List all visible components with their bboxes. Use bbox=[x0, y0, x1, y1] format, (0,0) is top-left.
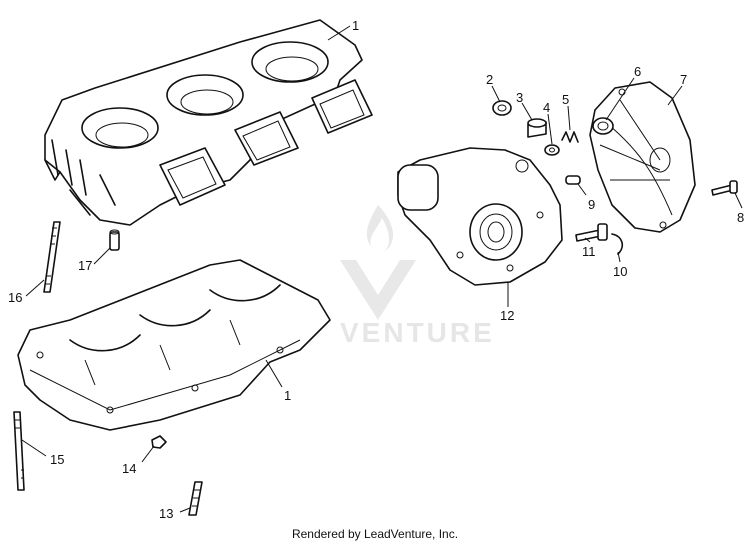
callout-2: 2 bbox=[486, 72, 493, 87]
screw-8[interactable] bbox=[711, 180, 738, 196]
upper-crankcase[interactable] bbox=[44, 19, 373, 226]
leader-lines bbox=[21, 25, 743, 513]
watermark-text: VENTURE bbox=[340, 317, 495, 348]
dowel-pin-17[interactable] bbox=[109, 229, 120, 251]
callout-labels: 1 1 2 3 4 5 6 7 8 9 10 11 12 13 14 15 16… bbox=[8, 18, 744, 521]
callout-3: 3 bbox=[516, 90, 523, 105]
bolt-13[interactable] bbox=[188, 481, 203, 516]
washer-4[interactable] bbox=[544, 144, 560, 156]
callout-11: 11 bbox=[582, 244, 596, 259]
callout-1-top: 1 bbox=[352, 18, 359, 33]
crankcase-cover-housing-12[interactable] bbox=[397, 147, 563, 286]
spring-5[interactable] bbox=[561, 131, 579, 143]
callout-8: 8 bbox=[737, 210, 744, 225]
render-credit: Rendered by LeadVenture, Inc. bbox=[291, 527, 459, 541]
callout-17: 17 bbox=[78, 258, 92, 273]
callout-7: 7 bbox=[680, 72, 687, 87]
callout-15: 15 bbox=[50, 452, 64, 467]
stud-16[interactable] bbox=[43, 221, 61, 293]
pin-9[interactable] bbox=[565, 175, 581, 185]
gasket-6[interactable] bbox=[592, 117, 614, 135]
watermark-flame-logo bbox=[340, 205, 416, 320]
bolt-11[interactable] bbox=[575, 223, 608, 242]
nut-14[interactable] bbox=[151, 435, 167, 449]
plug-3[interactable] bbox=[527, 118, 547, 138]
callout-9: 9 bbox=[588, 197, 595, 212]
callout-16: 16 bbox=[8, 290, 22, 305]
leadventure-watermark: VENTURE bbox=[340, 205, 495, 348]
lower-crankcase[interactable] bbox=[17, 259, 331, 431]
callout-6: 6 bbox=[634, 64, 641, 79]
callout-13: 13 bbox=[159, 506, 173, 521]
seal-2[interactable] bbox=[492, 100, 512, 116]
cover-7[interactable] bbox=[589, 81, 696, 233]
stud-15[interactable] bbox=[13, 411, 25, 491]
callout-12: 12 bbox=[500, 308, 514, 323]
callout-10: 10 bbox=[613, 264, 627, 279]
callout-14: 14 bbox=[122, 461, 136, 476]
callout-4: 4 bbox=[543, 100, 550, 115]
seal-washer-10[interactable] bbox=[611, 233, 624, 255]
callout-5: 5 bbox=[562, 92, 569, 107]
callout-1-bottom: 1 bbox=[284, 388, 291, 403]
